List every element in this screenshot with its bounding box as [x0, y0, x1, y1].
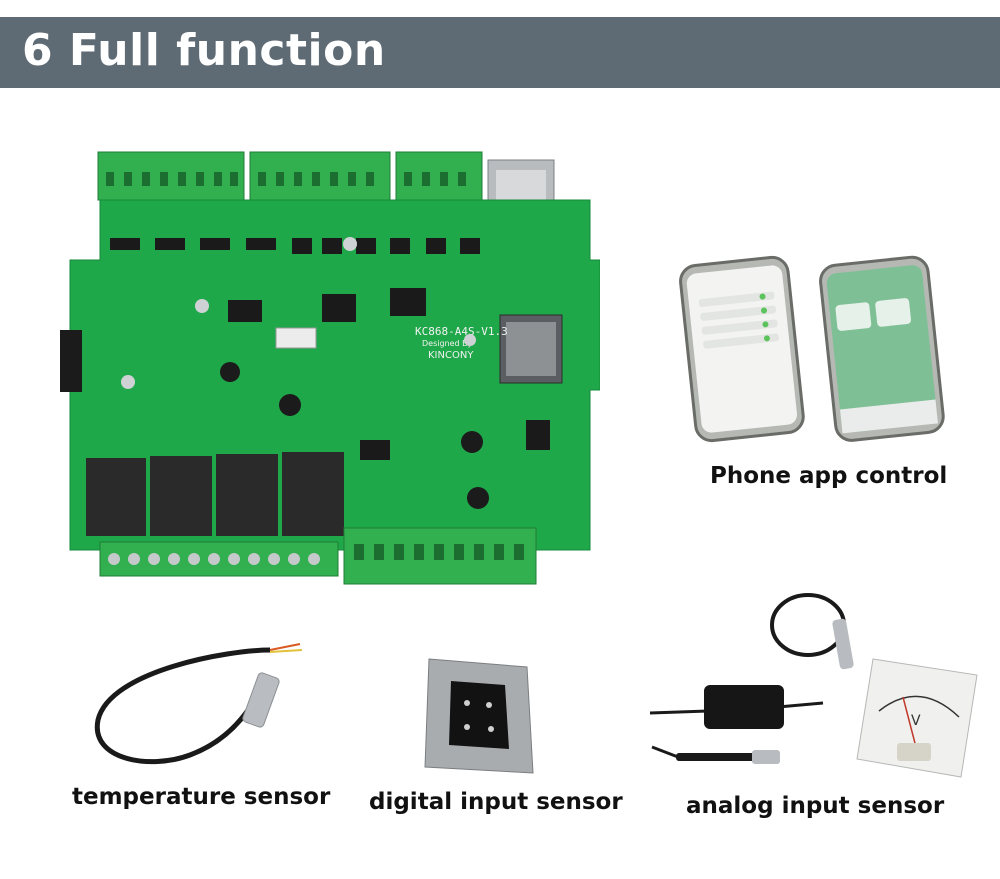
board-brand-label: KINCONY [428, 350, 474, 361]
voltmeter-image: V [856, 658, 978, 778]
caption-temperature-sensor: temperature sensor [72, 784, 331, 810]
header-bar: 6 Full function [0, 17, 1000, 88]
page-title: 6 Full function [22, 25, 386, 76]
pcb-board-image: KC868-A4S-V1.3 Designed By KINCONY [60, 151, 600, 585]
board-designed-by-label: Designed By [422, 339, 473, 348]
svg-text:V: V [911, 713, 921, 729]
board-model-label: KC868-A4S-V1.3 [415, 325, 508, 338]
analog-sensor-image [649, 593, 854, 764]
caption-phone-app: Phone app control [710, 463, 948, 489]
temperature-probe-image [94, 643, 303, 765]
caption-analog-input-sensor: analog input sensor [686, 793, 945, 819]
touch-panel-image [424, 658, 534, 774]
smartphone-image [679, 255, 945, 443]
caption-digital-input-sensor: digital input sensor [369, 789, 623, 815]
